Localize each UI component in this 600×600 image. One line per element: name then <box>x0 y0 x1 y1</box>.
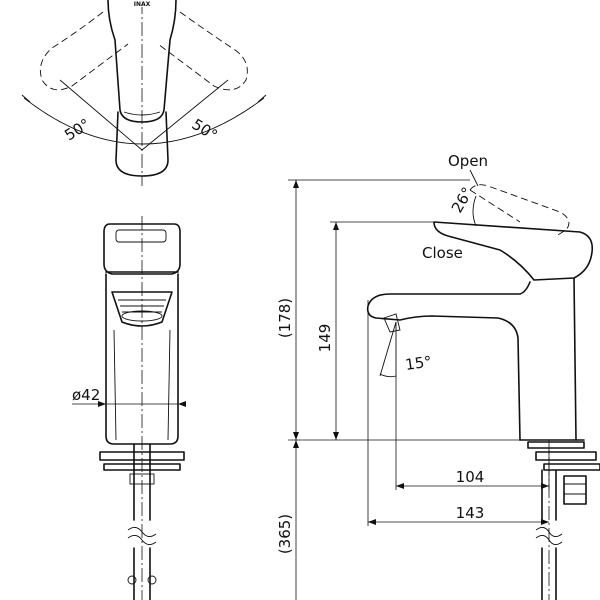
reach-total-label: 143 <box>456 504 485 522</box>
reach-spout-label: 104 <box>456 468 485 486</box>
side-view: 15° 26° Open Close <box>366 152 600 600</box>
angle-left-label: 50° <box>61 115 93 144</box>
side-supply-pipes <box>541 469 557 600</box>
height-spout-label: 149 <box>316 324 334 353</box>
diameter-label: ø42 <box>72 386 100 404</box>
front-supply-pipes <box>133 443 151 600</box>
side-body <box>366 281 531 441</box>
front-handle <box>103 223 181 275</box>
lever-open-position <box>469 184 570 237</box>
front-aerator <box>111 291 173 327</box>
height-total-label: (178) <box>276 298 294 338</box>
front-view: ø42 <box>72 216 186 600</box>
brand-label: INAX <box>134 1 151 8</box>
side-base <box>527 441 585 449</box>
pipe-length-label: (365) <box>276 514 294 554</box>
angle-right-label: 50° <box>189 115 221 144</box>
handle-right-position <box>157 11 248 91</box>
sweep-arc <box>23 97 265 145</box>
close-label: Close <box>422 244 463 262</box>
top-view: INAX 50° 50° <box>21 0 267 186</box>
open-label: Open <box>448 152 488 170</box>
handle-left-position <box>39 11 129 91</box>
lever-closed <box>433 221 594 281</box>
dimensions: (178) 149 104 143 (365) <box>276 179 550 600</box>
spout-angle-label: 15° <box>404 352 433 374</box>
lever-angle-label: 26° <box>448 184 477 216</box>
